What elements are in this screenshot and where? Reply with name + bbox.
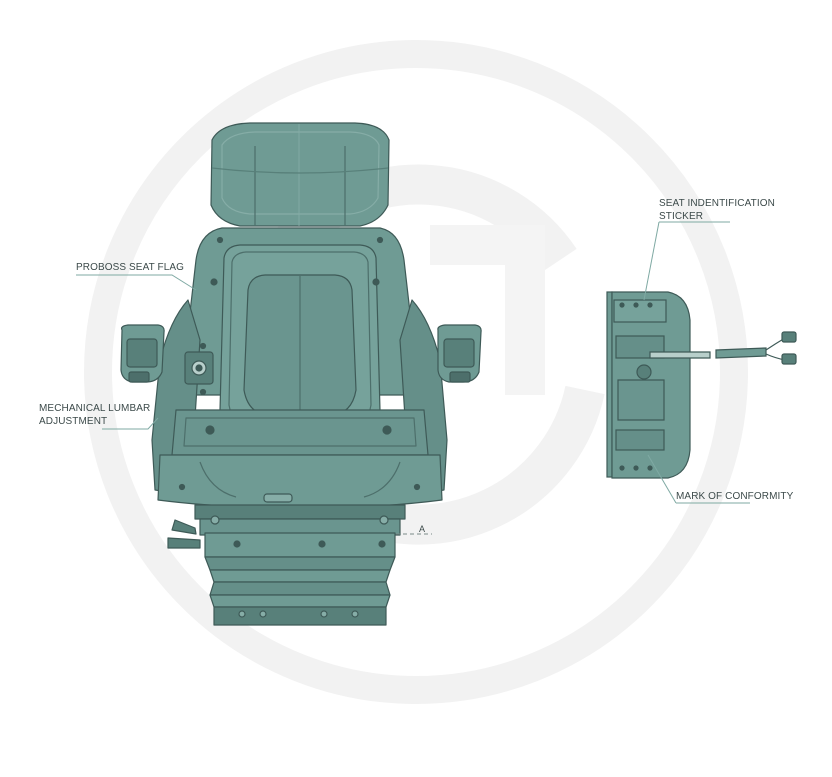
label-sticker-line1: SEAT INDENTIFICATION: [659, 198, 775, 209]
seat-front-view: [120, 122, 482, 626]
label-lumbar-line2: ADJUSTMENT: [39, 416, 108, 427]
label-conformity-text: MARK OF CONFORMITY: [676, 491, 794, 502]
label-sticker-line2: STICKER: [659, 211, 704, 222]
backrest: [181, 227, 419, 435]
label-lumbar-line1: MECHANICAL LUMBAR: [39, 403, 151, 414]
label-mark-of-conformity: MARK OF CONFORMITY: [676, 490, 793, 503]
label-mechanical-lumbar: MECHANICAL LUMBAR ADJUSTMENT: [39, 402, 150, 428]
right-armrest: [437, 324, 482, 383]
seat-cushion: [157, 409, 443, 509]
label-seat-flag-text: PROBOSS SEAT FLAG: [76, 262, 185, 273]
leader-lines: [76, 221, 750, 504]
lumbar-knob: [184, 342, 214, 396]
label-section-marker-text: A: [419, 524, 426, 534]
headrest: [210, 122, 390, 227]
label-seat-identification-sticker: SEAT INDENTIFICATION STICKER: [659, 197, 775, 223]
sticker-detail-view: [606, 291, 797, 479]
slide-rails: [167, 504, 406, 549]
suspension-base: [204, 532, 396, 626]
left-armrest: [120, 324, 165, 383]
label-proboss-seat-flag: PROBOSS SEAT FLAG: [76, 261, 184, 274]
label-section-marker: A: [419, 523, 425, 536]
